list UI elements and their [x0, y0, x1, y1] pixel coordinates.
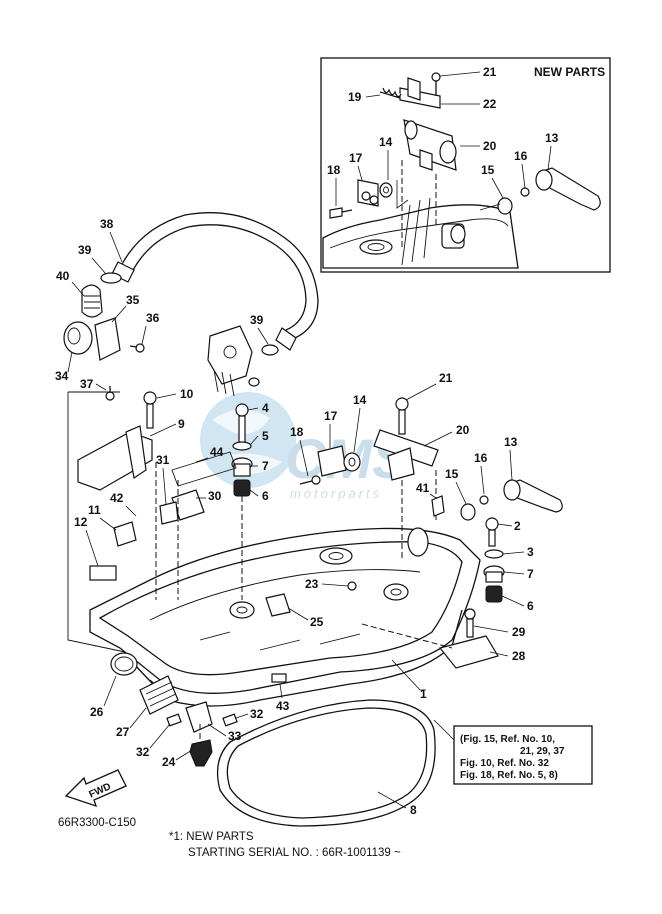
callout-label: 17	[349, 151, 363, 165]
callout-label: 2	[514, 519, 521, 533]
callout-label: 36	[146, 311, 160, 325]
reference-note-box: (Fig. 15, Ref. No. 10, 21, 29, 37 Fig. 1…	[433, 719, 593, 785]
callout-label: 12	[74, 515, 88, 529]
callout-label: 21	[483, 65, 497, 79]
figure-code: 66R3300-C150	[58, 817, 136, 829]
main-callouts: 38 39 40 35 36 34 39 37 10 4 9 5 7 6 44 …	[55, 217, 534, 817]
callout-label: 42	[110, 491, 124, 505]
watermark-globe-icon	[200, 392, 296, 488]
bottom-cowling	[89, 527, 481, 694]
callout-label: 9	[178, 417, 185, 431]
callout-label: 6	[527, 599, 534, 613]
callout-label: 14	[353, 393, 367, 407]
fwd-arrow-icon: FWD	[64, 769, 127, 808]
callout-label: 35	[126, 293, 140, 307]
seal-8	[216, 699, 436, 827]
callout-label: 41	[416, 481, 430, 495]
callout-label: 43	[276, 699, 290, 713]
inset-callouts: 21 19 22 14 20 13 18 17 16 15	[327, 65, 559, 206]
callout-label: 16	[514, 149, 528, 163]
new-parts-inset: NEW PARTS 21	[320, 57, 611, 273]
reference-note-line: Fig. 18, Ref. No. 5, 8)	[460, 770, 558, 781]
callout-label: 30	[208, 489, 222, 503]
watermark-text: motorparts	[290, 486, 382, 501]
callout-label: 37	[80, 377, 94, 391]
callout-label: 38	[100, 217, 114, 231]
callout-label: 16	[474, 451, 488, 465]
callout-label: 31	[156, 453, 170, 467]
callout-label: 44	[210, 445, 224, 459]
callout-label: 6	[262, 489, 269, 503]
footnote-line: *1: NEW PARTS	[169, 831, 254, 843]
callout-label: 27	[116, 725, 130, 739]
callout-label: 33	[228, 729, 242, 743]
callout-label: 4	[262, 401, 269, 415]
callout-label: 39	[250, 313, 264, 327]
reference-note-line: 21, 29, 37	[520, 746, 565, 757]
callout-label: 17	[324, 409, 338, 423]
callout-label: 10	[180, 387, 194, 401]
callout-label: 25	[310, 615, 324, 629]
callout-label: 28	[512, 649, 526, 663]
callout-label: 29	[512, 625, 526, 639]
bottom-cowling-assembly	[63, 212, 563, 827]
callout-label: 1	[420, 687, 427, 701]
callout-label: 15	[481, 163, 495, 177]
callout-label: 13	[545, 131, 559, 145]
callout-label: 11	[88, 503, 101, 517]
callout-label: 26	[90, 705, 104, 719]
callout-label: 34	[55, 369, 69, 383]
reference-note-line: Fig. 10, Ref. No. 32	[460, 758, 549, 769]
callout-label: 23	[305, 577, 319, 591]
reference-note-line: (Fig. 15, Ref. No. 10,	[460, 734, 555, 745]
callout-label: 32	[250, 707, 264, 721]
callout-label: 19	[348, 90, 362, 104]
callout-label: 21	[439, 371, 453, 385]
inset-title: NEW PARTS	[534, 65, 605, 79]
footnote-line: STARTING SERIAL NO. : 66R-1001139 ~	[188, 847, 401, 859]
callout-label: 24	[162, 755, 176, 769]
hose-38	[119, 212, 319, 341]
callout-label: 7	[262, 459, 269, 473]
callout-label: 15	[445, 467, 459, 481]
callout-label: 3	[527, 545, 534, 559]
callout-label: 14	[379, 135, 393, 149]
callout-label: 40	[56, 269, 70, 283]
callout-label: 13	[504, 435, 518, 449]
callout-label: 32	[136, 745, 150, 759]
callout-label: 18	[327, 163, 341, 177]
callout-label: 7	[527, 567, 534, 581]
callout-label: 18	[290, 425, 304, 439]
callout-label: 20	[456, 423, 470, 437]
callout-label: 22	[483, 97, 497, 111]
callout-label: 5	[262, 429, 269, 443]
callout-label: 20	[483, 139, 497, 153]
callout-label: 39	[78, 243, 92, 257]
callout-label: 8	[410, 803, 417, 817]
